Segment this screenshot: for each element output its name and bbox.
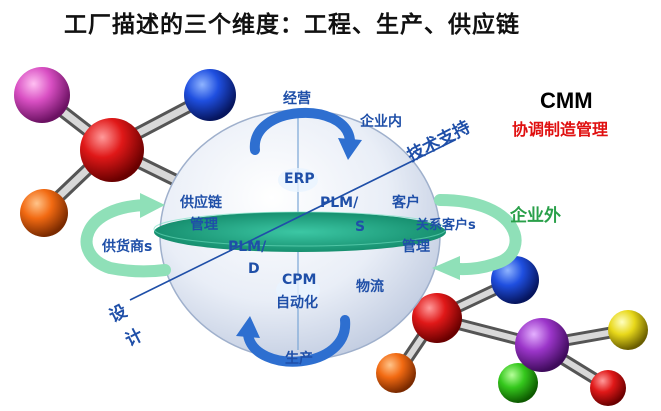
- yellow-ball: [608, 310, 648, 350]
- label-gongyinglian-guanli: 管理: [190, 217, 218, 233]
- label-shengchan: 生产: [285, 351, 313, 367]
- right-cycle-arrow: [434, 194, 522, 276]
- label-plm-d-2: D: [248, 261, 260, 277]
- red-ball: [590, 370, 626, 406]
- orange-ball: [376, 353, 416, 393]
- blue-ball: [184, 69, 236, 121]
- red-ball: [80, 118, 144, 182]
- cmm-title: CMM: [540, 88, 593, 113]
- label-jingying: 经营: [283, 91, 311, 107]
- label-cpm: CPM: [282, 272, 317, 288]
- label-plm-d: PLM/: [228, 239, 267, 255]
- label-zidonghua: 自动化: [276, 295, 318, 311]
- green-disc: [154, 212, 446, 252]
- label-qiye-wai: 企业外: [510, 206, 561, 226]
- left-cycle-arrow: [80, 199, 171, 278]
- label-wuliu: 物流: [356, 279, 384, 295]
- label-kehu-guanxi: 关系客户s: [416, 218, 476, 233]
- label-gonghuoshang: 供货商s: [102, 239, 153, 255]
- orange-ball: [20, 189, 68, 237]
- label-kehu: 客户: [392, 195, 420, 211]
- label-qiye-nei: 企业内: [360, 114, 402, 130]
- blue-ball: [491, 256, 539, 304]
- purple-ball: [515, 318, 569, 372]
- molecule-top-left: [14, 67, 236, 237]
- bottom-cycle-arrow: [243, 315, 351, 367]
- label-plm-s: PLM/: [320, 195, 359, 211]
- diagram-title: 工厂描述的三个维度：工程、生产、供应链: [64, 12, 520, 38]
- top-cycle-arrow: [249, 107, 355, 155]
- red-ball: [412, 293, 462, 343]
- green-ball: [498, 363, 538, 403]
- pink-ball: [14, 67, 70, 123]
- molecule-bottom-right: [376, 256, 648, 406]
- label-erp: ERP: [284, 171, 315, 187]
- tech-support-line: [129, 139, 456, 301]
- cmm-subtitle: 协调制造管理: [512, 120, 609, 139]
- label-plm-s-2: S: [355, 219, 366, 235]
- label-gongyinglian: 供应链: [180, 195, 222, 211]
- label-kehu-guanli: 管理: [402, 239, 430, 255]
